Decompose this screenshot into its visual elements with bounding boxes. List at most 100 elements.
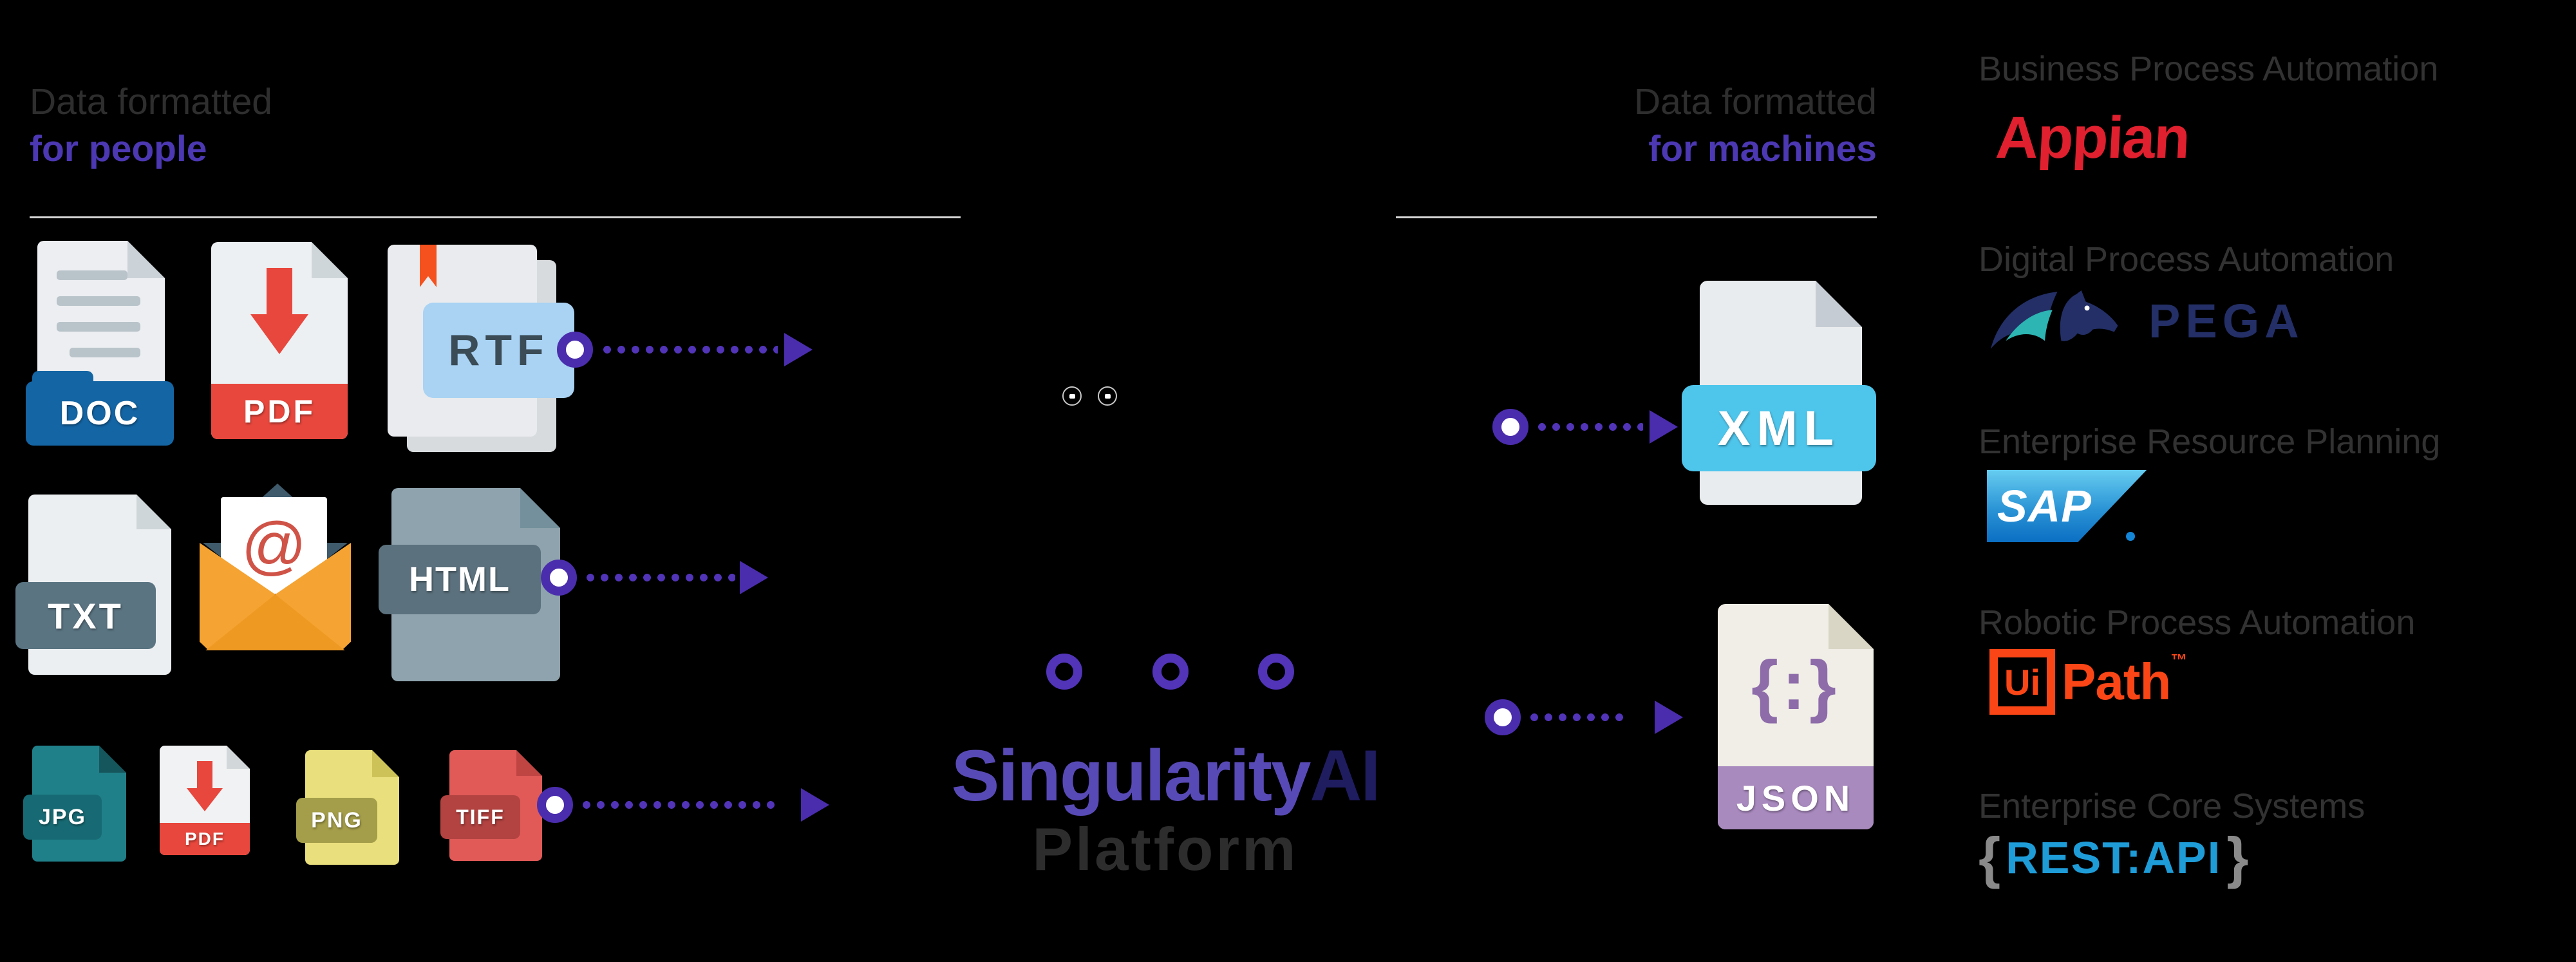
jpg-banner: JPG [23,795,102,840]
platform-name: SingularityAI [876,738,1455,814]
pega-wordmark: PEGA [2148,294,2304,348]
right-header-line2: for machines [1648,128,1877,169]
pdf-small-label: PDF [185,829,225,849]
platform-name-main: Singularity [951,735,1312,816]
email-at-symbol: @ [241,509,307,581]
platform-brand: SingularityAI Platform [876,738,1455,880]
rest-api-brace-close: } [2226,825,2249,889]
connector-ring-icon [1485,699,1521,735]
uipath-wordmark: Path [2062,653,2171,710]
connector-ring-icon [1492,409,1528,445]
pdf-label: PDF [243,393,315,429]
pdf-small-banner: PDF [160,823,250,855]
json-banner: JSON [1718,766,1874,829]
png-label: PNG [311,807,362,833]
rtf-banner: RTF [423,303,574,398]
platform-name-accent: AI [1310,735,1380,816]
dotted-line [1527,713,1628,721]
html-file-icon: HTML [379,488,560,683]
connector-ring-icon [537,787,573,823]
txt-page-fold [136,495,171,529]
platform-port-icon [1152,654,1189,690]
pdf-download-arrow-head [250,314,308,354]
pdf-page-fold [312,242,348,278]
pdf-file-icon: PDF [211,242,348,440]
pdf-small-page-fold [227,746,250,769]
doc-file-icon: DOC [26,240,174,447]
pdf-small-arrow-shaft [197,761,212,789]
platform-subtitle: Platform [1032,815,1299,883]
rtf-label: RTF [448,326,549,375]
connector-ring-icon [557,332,593,368]
txt-file-icon: TXT [15,495,173,678]
category-robotic-process-automation: Robotic Process Automation [1979,603,2416,642]
arrowhead-icon [801,788,829,822]
doc-page-fold [127,241,165,278]
pdf-download-arrow-shaft [267,268,292,316]
platform-port-icon [1258,654,1294,690]
tiff-banner: TIFF [440,795,520,839]
uipath-logo: Ui Path ™ [1989,649,2187,715]
category-business-process-automation: Business Process Automation [1979,50,2439,88]
doc-folder-banner: DOC [26,371,174,446]
json-page: {:} JSON [1718,604,1874,829]
jpg-file-icon: JPG [23,746,126,865]
sap-logo: SAP [1987,470,2154,544]
xml-page-fold [1816,281,1862,327]
robot-eye-icon [1062,386,1082,406]
dotted-line [1535,423,1643,431]
sap-wordmark: SAP [1997,481,2092,531]
arrowhead-icon [740,561,768,594]
robot-eye-icon [1098,386,1117,406]
html-page-fold [520,488,560,528]
arrowhead-icon [1650,410,1678,444]
pega-horse-icon [1990,290,2118,350]
tiff-file-icon: TIFF [440,750,543,863]
rtf-file-icon: RTF [388,245,581,454]
rest-api-logo: { REST:API } [1979,829,2248,886]
rest-api-brace-open: { [1979,825,2001,889]
uipath-box: Ui [1989,649,2055,715]
category-enterprise-core-systems: Enterprise Core Systems [1979,787,2365,825]
category-enterprise-resource-planning: Enterprise Resource Planning [1979,422,2441,461]
left-header-line1: Data formatted [30,81,273,122]
connector-ring-icon [541,560,577,596]
pdf-small-file-icon: PDF [160,746,251,856]
dotted-line [583,574,735,581]
json-label: JSON [1736,777,1856,818]
appian-logo: Appian [1994,105,2191,171]
tiff-page-fold [516,750,542,776]
dotted-line [579,801,776,809]
left-divider [30,216,961,218]
jpg-page-fold [99,746,126,773]
uipath-trademark: ™ [2170,650,2188,670]
txt-label: TXT [48,595,124,636]
left-header-line2: for people [30,128,207,169]
right-divider [1396,216,1877,218]
pega-logo: PEGA [1987,288,2304,353]
html-banner: HTML [379,545,541,614]
tiff-label: TIFF [456,805,505,829]
pdf-small-arrow-head [187,788,223,811]
left-header: Data formatted for people [30,84,272,167]
html-label: HTML [409,560,511,599]
jpg-label: JPG [38,804,87,829]
png-banner: PNG [296,798,377,843]
xml-label: XML [1717,401,1841,456]
category-digital-process-automation: Digital Process Automation [1979,240,2394,279]
pdf-small-page: PDF [160,746,250,855]
arrowhead-icon [784,333,813,366]
png-file-icon: PNG [296,750,399,867]
arrowhead-icon [1655,701,1683,734]
sap-dot-icon [2126,532,2135,541]
doc-label: DOC [59,395,140,432]
pdf-banner: PDF [211,384,348,439]
xml-banner: XML [1682,385,1876,471]
rest-api-wordmark: REST:API [2006,833,2222,883]
txt-banner: TXT [15,582,156,649]
right-header: Data formatted for machines [1490,84,1877,167]
pdf-page: PDF [211,242,348,439]
right-header-line1: Data formatted [1633,81,1877,122]
platform-port-icon [1046,654,1082,690]
